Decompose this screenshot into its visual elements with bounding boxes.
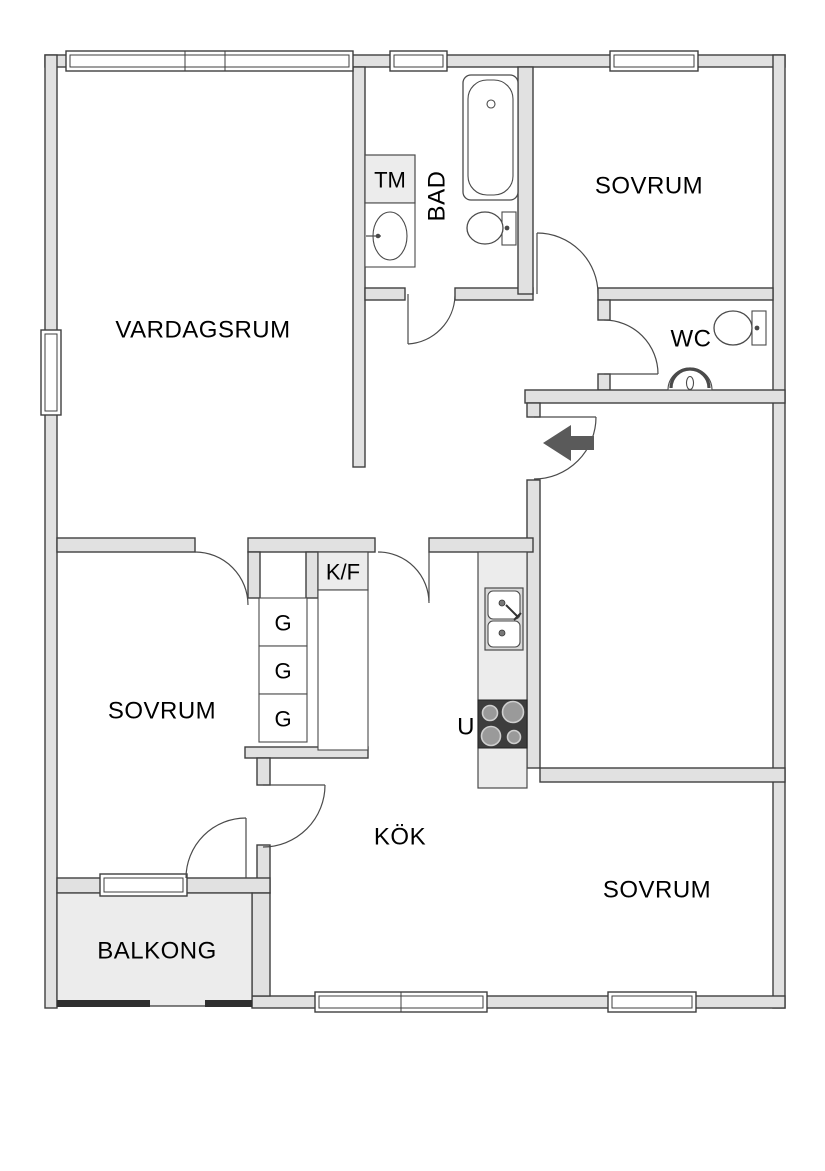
balcony xyxy=(56,892,253,1007)
door-entrance xyxy=(533,416,597,480)
bathtub xyxy=(462,74,519,201)
label-wardrobe-1: G xyxy=(274,611,291,636)
burner xyxy=(480,725,502,747)
window-bedroom-br-bottom xyxy=(607,991,697,1013)
door-bedroom-tr xyxy=(536,232,599,295)
wardrobe xyxy=(258,693,308,743)
doors xyxy=(185,232,659,879)
door-kitchen-lower xyxy=(262,784,326,848)
kitchen-fixtures xyxy=(477,551,528,789)
stove xyxy=(477,699,528,749)
door-bath xyxy=(407,294,456,345)
burner xyxy=(501,700,525,724)
entrance-arrow-icon xyxy=(543,425,594,461)
wall-kitchen-door-upper xyxy=(256,757,271,786)
wall-outer-left xyxy=(44,54,58,1009)
window-kitchen-bottom xyxy=(314,991,488,1013)
wall-balcony-right xyxy=(251,892,271,997)
kitchen-cabinet-column xyxy=(317,589,369,751)
wall-bedroom-br-top xyxy=(539,767,786,783)
room-label-sovrum-bottom-right: SOVRUM xyxy=(603,877,711,904)
door-bedroom-bl-lower xyxy=(185,817,247,879)
balcony-floor xyxy=(56,892,253,1007)
wall-wc-left-lower xyxy=(597,373,611,391)
wall-bath-right xyxy=(517,66,534,295)
wc-fixtures xyxy=(667,310,767,391)
room-label-vardagsrum: VARDAGSRUM xyxy=(115,317,290,344)
balcony-railing-left xyxy=(57,1000,150,1007)
fixture-labels: TM K/F G G G U xyxy=(274,168,474,741)
label-oven: U xyxy=(457,714,475,741)
bath-toilet xyxy=(466,211,517,246)
label-wardrobe-2: G xyxy=(274,659,291,684)
window-livingroom-top xyxy=(65,50,354,72)
wall-bath-bottom-left xyxy=(364,287,406,301)
wc-sink xyxy=(667,367,713,391)
windows xyxy=(40,50,699,1013)
room-label-balkong: BALKONG xyxy=(97,938,217,965)
wall-counter-bottom xyxy=(244,746,369,759)
wall-mid-left xyxy=(56,537,196,553)
door-wc xyxy=(603,319,659,375)
label-wardrobe-3: G xyxy=(274,707,291,732)
wall-hall-south xyxy=(524,389,786,404)
interior-walls xyxy=(56,66,786,997)
wall-outer-right xyxy=(772,54,786,1009)
wall-mid-center xyxy=(247,537,376,553)
fridge-freezer xyxy=(317,551,369,591)
wall-mid-right xyxy=(428,537,534,553)
door-bedroom-bl-top-arc xyxy=(194,551,249,606)
wall-bedroom-bl-jamb xyxy=(247,551,261,599)
window-bath-top xyxy=(389,50,448,72)
room-label-wc: WC xyxy=(671,326,712,353)
label-fridge-freezer: K/F xyxy=(326,560,360,585)
wardrobe xyxy=(258,597,308,647)
label-washing-machine: TM xyxy=(374,168,406,193)
room-label-sovrum-bottom-left: SOVRUM xyxy=(108,698,216,725)
kitchen-sink xyxy=(484,587,524,651)
wall-entry-stub xyxy=(526,402,541,418)
room-label-bad: BAD xyxy=(424,171,451,222)
storage-units xyxy=(258,551,369,751)
bathroom-fixtures xyxy=(364,74,519,268)
wall-stairwell-left xyxy=(526,479,541,769)
window-livingroom-left xyxy=(40,329,62,416)
window-balcony-door xyxy=(99,873,188,897)
balcony-railing-right xyxy=(205,1000,252,1007)
wall-wc-left-upper xyxy=(597,299,611,321)
washing-machine xyxy=(364,154,416,204)
bath-sink xyxy=(364,202,416,268)
room-label-kok: KÖK xyxy=(374,824,426,851)
wall-livingroom-right xyxy=(352,66,366,468)
room-labels: VARDAGSRUM BAD SOVRUM WC SOVRUM KÖK SOVR… xyxy=(97,171,711,965)
wall-bedroom-tr-bottom xyxy=(597,287,774,301)
window-bedroom-tr-top xyxy=(609,50,699,72)
wall-closet-divider xyxy=(305,551,319,599)
burner xyxy=(506,729,522,745)
door-kitchen-hall xyxy=(377,551,430,604)
wc-toilet xyxy=(713,310,767,346)
room-label-sovrum-top-right: SOVRUM xyxy=(595,173,703,200)
burner xyxy=(481,704,499,722)
